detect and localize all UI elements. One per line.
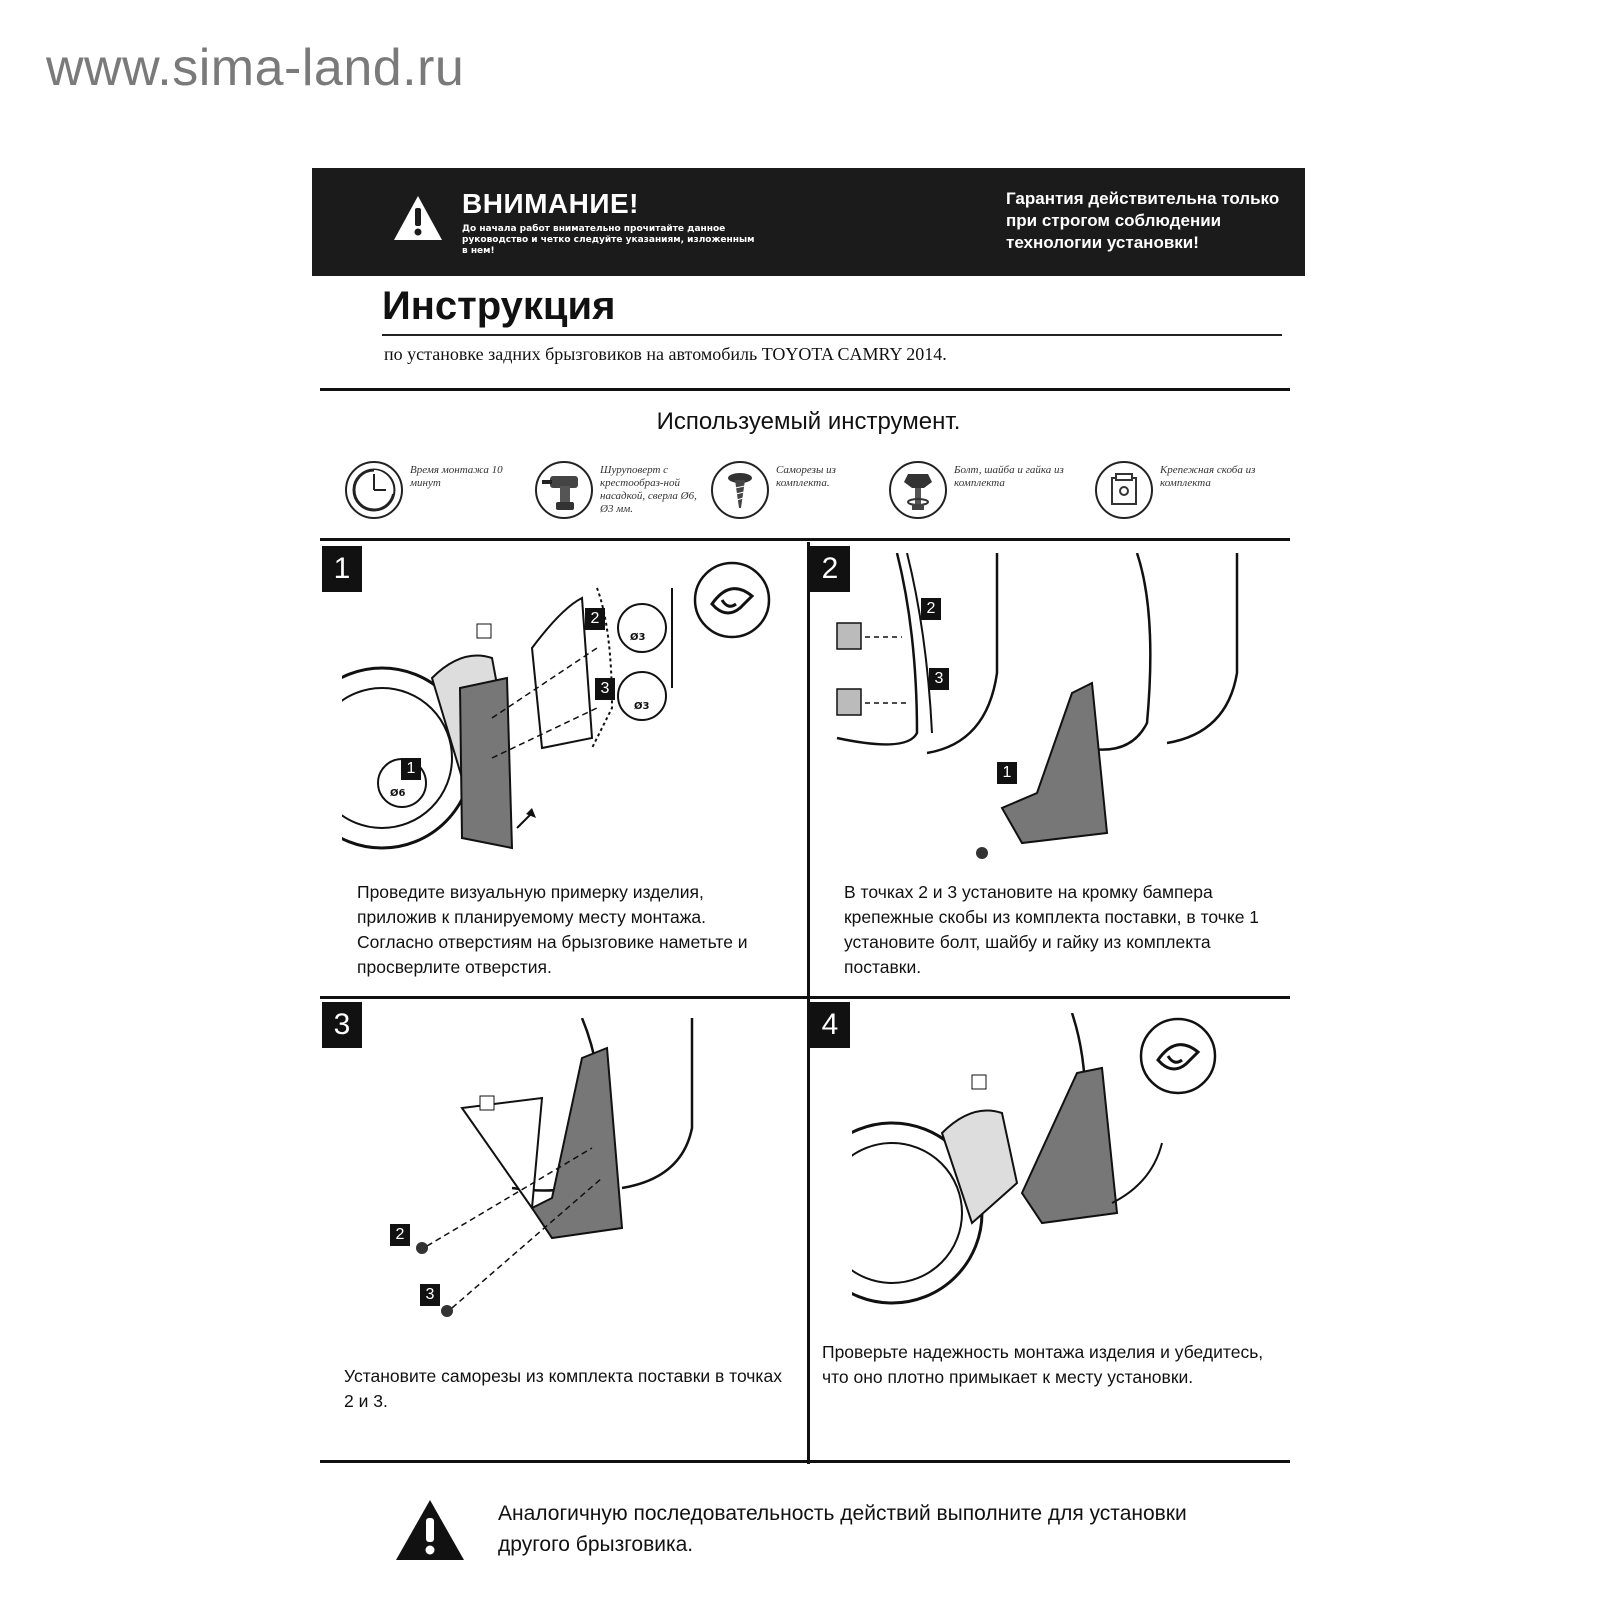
eye-check-icon [1139,1017,1217,1095]
tool-label: Саморезы из комплекта. [776,464,836,489]
step-4-text: Проверьте надежность монтажа изделия и у… [822,1342,1264,1387]
step-2-text: В точках 2 и 3 установите на кромку бамп… [844,882,1260,977]
guarantee-notice: Гарантия действительна только при строго… [1006,189,1280,252]
step-number-2: 2 [810,546,850,592]
step-number-3: 3 [322,1002,362,1048]
callout-badge: 1 [401,758,421,780]
eye-check-icon [693,561,771,639]
warning-text: До начала работ внимательно прочитайте д… [462,224,755,256]
title-divider [382,334,1282,336]
mounting-clip-icon [1095,461,1153,519]
callout-badge: 3 [595,678,615,700]
drill-size-label: Ø6 [390,788,406,799]
document-title: Инструкция [382,284,616,328]
grid-horizontal-divider [320,996,1290,999]
bolt-washer-nut-icon [889,461,947,519]
callout-badge: 1 [997,762,1017,784]
tool-label: Крепежная скоба из комплекта [1160,464,1256,489]
grid-vertical-divider [807,542,810,1464]
warning-header-bar: ВНИМАНИЕ! До начала работ внимательно пр… [312,168,1305,276]
step-1-text: Проведите визуальную примерку изделия, п… [357,882,748,977]
step-1-illustration [342,587,673,850]
callout-badge: 3 [420,1284,440,1306]
step-4-illustration [852,1013,1163,1305]
callout-badge: 2 [921,598,941,620]
warning-title: ВНИМАНИЕ! [462,188,639,219]
section-divider [320,388,1290,391]
warning-icon [396,1500,464,1560]
tool-label: Время монтажа 10 минут [410,464,503,489]
callout-badge: 2 [585,608,605,630]
clock-icon [345,461,403,519]
self-tapping-screw-icon [711,461,769,519]
section-divider [320,538,1290,541]
watermark: www.sima-land.ru [46,39,465,97]
footer-note: Аналогичную последовательность действий … [498,1502,1187,1556]
callout-badge: 3 [929,668,949,690]
drill-size-label: Ø3 [630,632,646,643]
warning-icon [394,196,442,240]
document-subtitle: по установке задних брызговиков на автом… [384,344,947,364]
tool-label: Шуруповерт с крестообраз-ной насадкой, с… [600,464,697,515]
step-2-illustration [836,553,1239,859]
tools-heading: Используемый инструмент. [656,408,961,435]
step-number-4: 4 [810,1002,850,1048]
step-3-text: Установите саморезы из комплекта поставк… [344,1366,782,1411]
instruction-sheet: ВНИМАНИЕ! До начала работ внимательно пр… [312,168,1305,1600]
step-3-illustration [416,1018,694,1317]
callout-badge: 2 [390,1224,410,1246]
section-divider [320,1460,1290,1463]
screwdriver-drill-icon [535,461,593,519]
drill-size-label: Ø3 [634,701,650,712]
step-number-1: 1 [322,546,362,592]
tool-label: Болт, шайба и гайка из комплекта [954,464,1064,489]
